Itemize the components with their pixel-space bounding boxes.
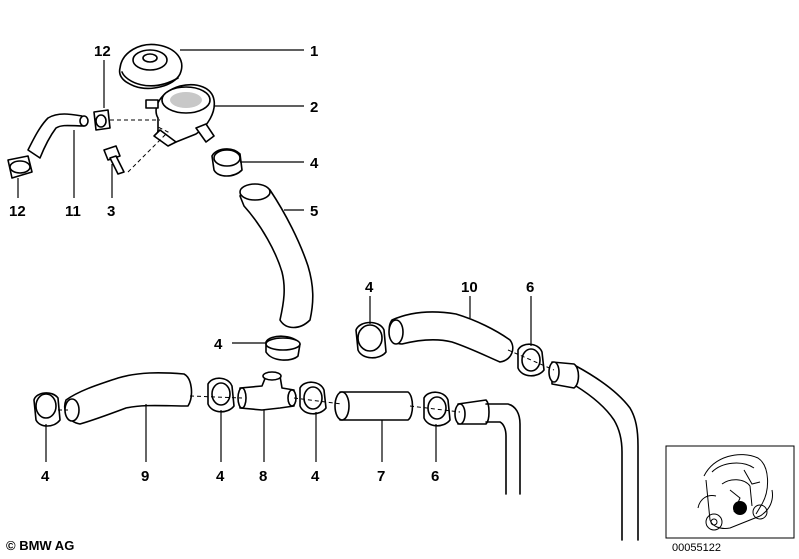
part-4-clamp-center-right bbox=[299, 381, 327, 415]
part-4-clamp-right bbox=[355, 321, 387, 359]
part-11-small-hose bbox=[27, 113, 89, 159]
assembly-line-bottom-3 bbox=[293, 397, 343, 405]
scooter-illustration bbox=[697, 454, 773, 531]
inset-thumbnail bbox=[665, 445, 795, 539]
callout-4-right: 4 bbox=[365, 279, 374, 296]
callout-7: 7 bbox=[377, 468, 385, 485]
part-4-clamp-left bbox=[33, 392, 61, 427]
callout-4-center-right: 4 bbox=[311, 468, 320, 485]
copyright-notice: © BMW AG bbox=[6, 538, 75, 553]
callout-6-upper: 6 bbox=[526, 279, 534, 296]
part-3-bolt bbox=[103, 145, 125, 175]
location-marker bbox=[733, 501, 747, 515]
callout-5: 5 bbox=[310, 203, 318, 220]
part-4-clamp-upper bbox=[211, 148, 243, 177]
part-4-clamp-center-left bbox=[207, 377, 235, 413]
part-9-hose bbox=[64, 372, 193, 425]
part-4-clamp-middle bbox=[265, 335, 301, 361]
callout-2: 2 bbox=[310, 99, 318, 116]
callout-1: 1 bbox=[310, 43, 318, 60]
callout-4-middle: 4 bbox=[214, 336, 223, 353]
callout-10: 10 bbox=[461, 279, 478, 296]
callout-4-left: 4 bbox=[41, 468, 50, 485]
callout-11: 11 bbox=[65, 203, 81, 220]
part-7-straight-hose bbox=[334, 391, 414, 421]
callout-4-upper: 4 bbox=[310, 155, 319, 172]
pipe-upper-right bbox=[548, 361, 639, 541]
callout-12-bottom: 12 bbox=[9, 203, 26, 220]
part-2-filler-neck bbox=[145, 84, 216, 147]
assembly-line-right-1 bbox=[507, 349, 555, 371]
callout-4-center-left: 4 bbox=[216, 468, 225, 485]
callout-9: 9 bbox=[141, 468, 149, 485]
part-1-cap bbox=[118, 43, 183, 90]
assembly-line-bolt bbox=[127, 125, 169, 173]
part-5-hose bbox=[239, 183, 314, 329]
part-6-clamp-lower bbox=[423, 391, 451, 427]
part-12-clamp-top bbox=[93, 109, 111, 131]
reference-number: 00055122 bbox=[672, 542, 721, 554]
assembly-line-bottom-2 bbox=[189, 395, 243, 399]
part-10-elbow-hose bbox=[388, 311, 514, 363]
part-6-clamp-upper bbox=[517, 343, 545, 377]
callout-3: 3 bbox=[107, 203, 115, 220]
part-8-t-connector bbox=[237, 371, 297, 411]
callout-8: 8 bbox=[259, 468, 267, 485]
callout-6-lower: 6 bbox=[431, 468, 439, 485]
assembly-line-bottom-4 bbox=[409, 405, 461, 413]
pipe-lower-right bbox=[454, 399, 521, 495]
callout-12-top: 12 bbox=[94, 43, 111, 60]
part-12-clamp-bottom bbox=[7, 155, 33, 179]
